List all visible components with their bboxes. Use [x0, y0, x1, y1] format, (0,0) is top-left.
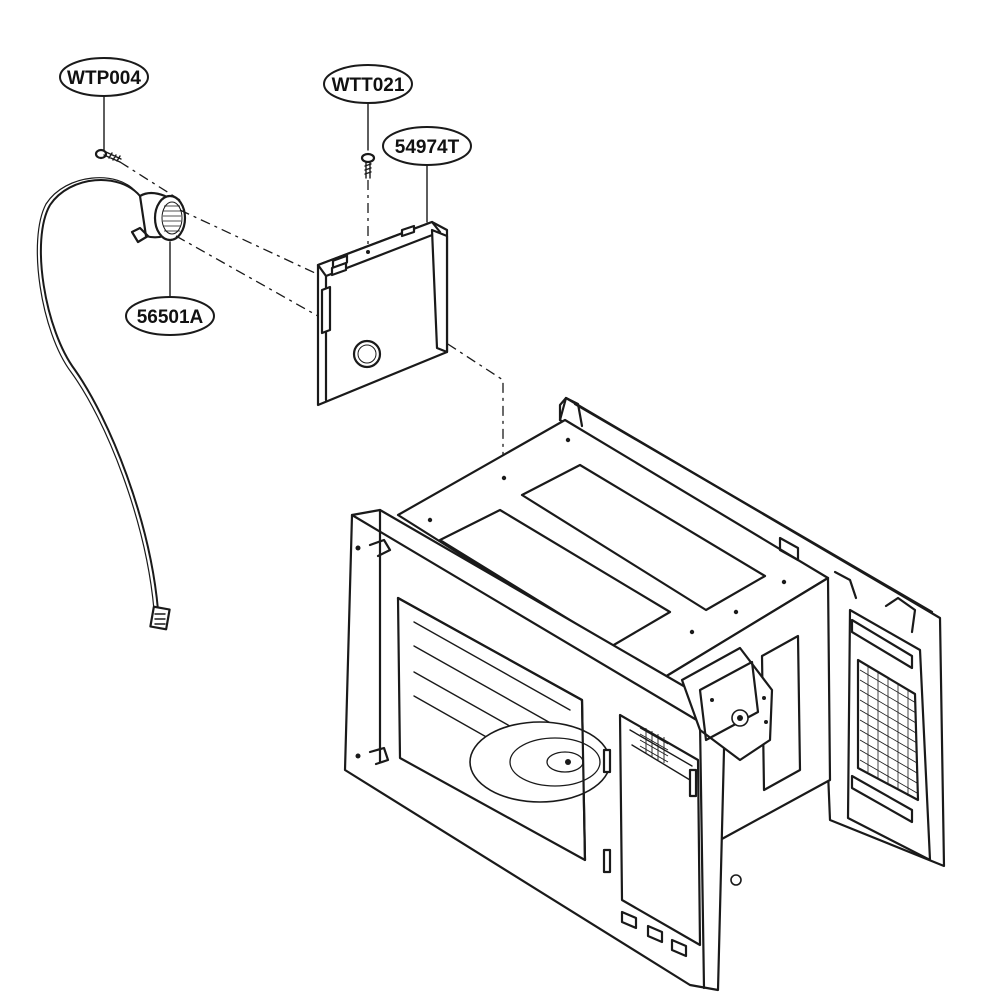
top-panel-recess-right	[520, 463, 767, 612]
frame-slots	[602, 748, 698, 958]
callout-wtp004-label: WTP004	[67, 68, 141, 89]
callout-wtt021[interactable]: WTT021	[323, 64, 413, 104]
turntable	[469, 721, 611, 803]
wire-connector	[149, 605, 171, 631]
screw-wtp004[interactable]	[94, 148, 122, 163]
callout-54974t-label: 54974T	[395, 137, 460, 158]
alignment-line-sensor-bottom	[175, 235, 326, 321]
control-side-vent	[639, 727, 669, 763]
thermal-sensor-56501a[interactable]	[130, 191, 187, 244]
alignment-line-wtp004	[119, 161, 181, 201]
alignment-line-sensor-top	[179, 209, 331, 281]
mounting-bracket-54974t[interactable]	[316, 220, 449, 407]
callout-wtp004[interactable]: WTP004	[59, 57, 149, 97]
screw-wtt021[interactable]	[360, 152, 376, 179]
oven-cavity-frame	[343, 396, 946, 992]
sensor-wire-harness	[39, 179, 159, 611]
callout-56501a[interactable]: 56501A	[125, 296, 215, 336]
callout-54974t[interactable]: 54974T	[382, 126, 472, 166]
control-panel-opening	[618, 713, 702, 947]
callout-wtt021-label: WTT021	[332, 75, 405, 96]
hinge-top	[368, 538, 392, 558]
motor-mount-bracket	[680, 646, 774, 762]
callout-56501a-label: 56501A	[137, 307, 204, 328]
hinge-bottom	[368, 746, 390, 766]
